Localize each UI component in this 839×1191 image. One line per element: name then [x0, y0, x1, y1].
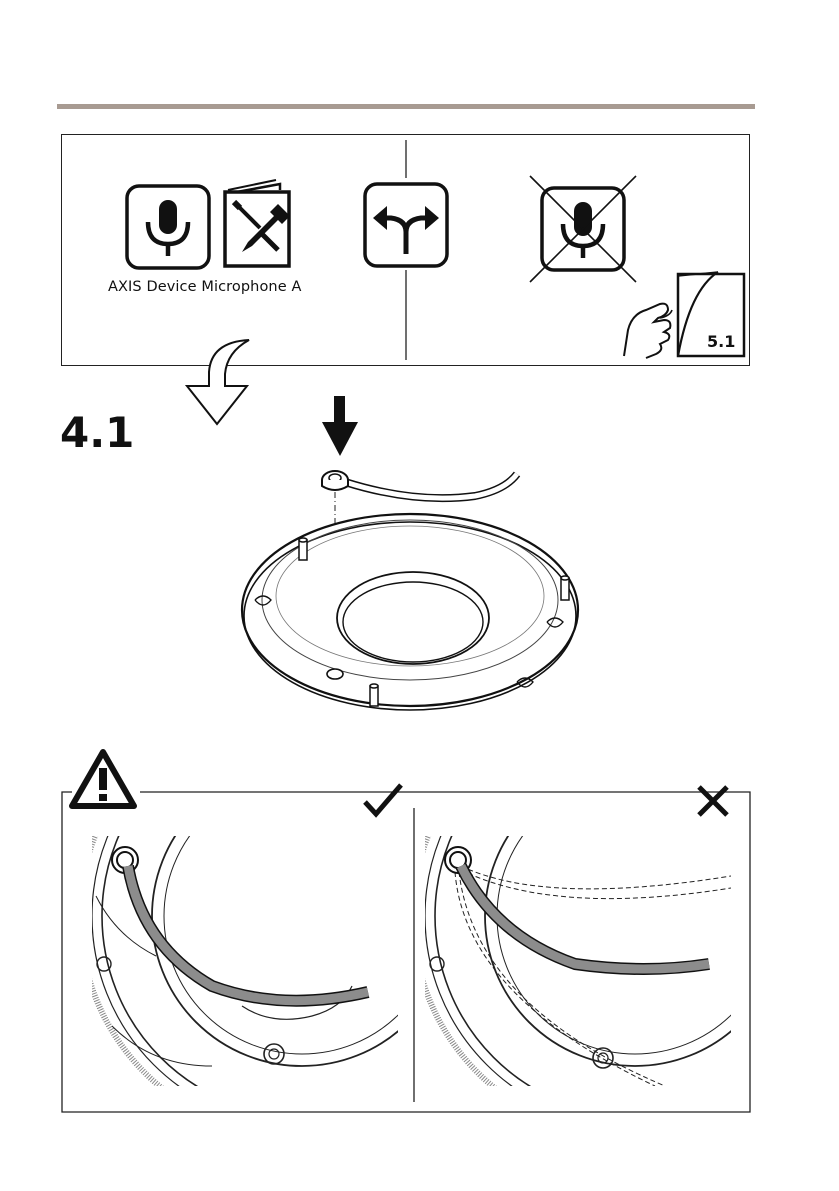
crossed-microphone-icon: [522, 172, 642, 284]
fork-arrows-icon: [363, 182, 449, 268]
step-number: 4.1: [60, 408, 134, 457]
device-name: AXIS Device Microphone A: [108, 279, 301, 295]
manual-tools-icon: [222, 178, 294, 268]
incorrect-routing-illustration: [425, 836, 731, 1086]
solid-down-arrow-icon: [320, 396, 360, 458]
microphone-mount-illustration: [235, 460, 615, 720]
checkmark-icon: [362, 782, 404, 818]
correct-routing-illustration: [92, 836, 398, 1086]
cross-icon: [696, 784, 730, 818]
page-reference: 5.1: [707, 332, 735, 351]
hollow-down-arrow-icon: [183, 338, 253, 428]
header-rule: [57, 104, 755, 109]
microphone-icon: [125, 184, 211, 270]
